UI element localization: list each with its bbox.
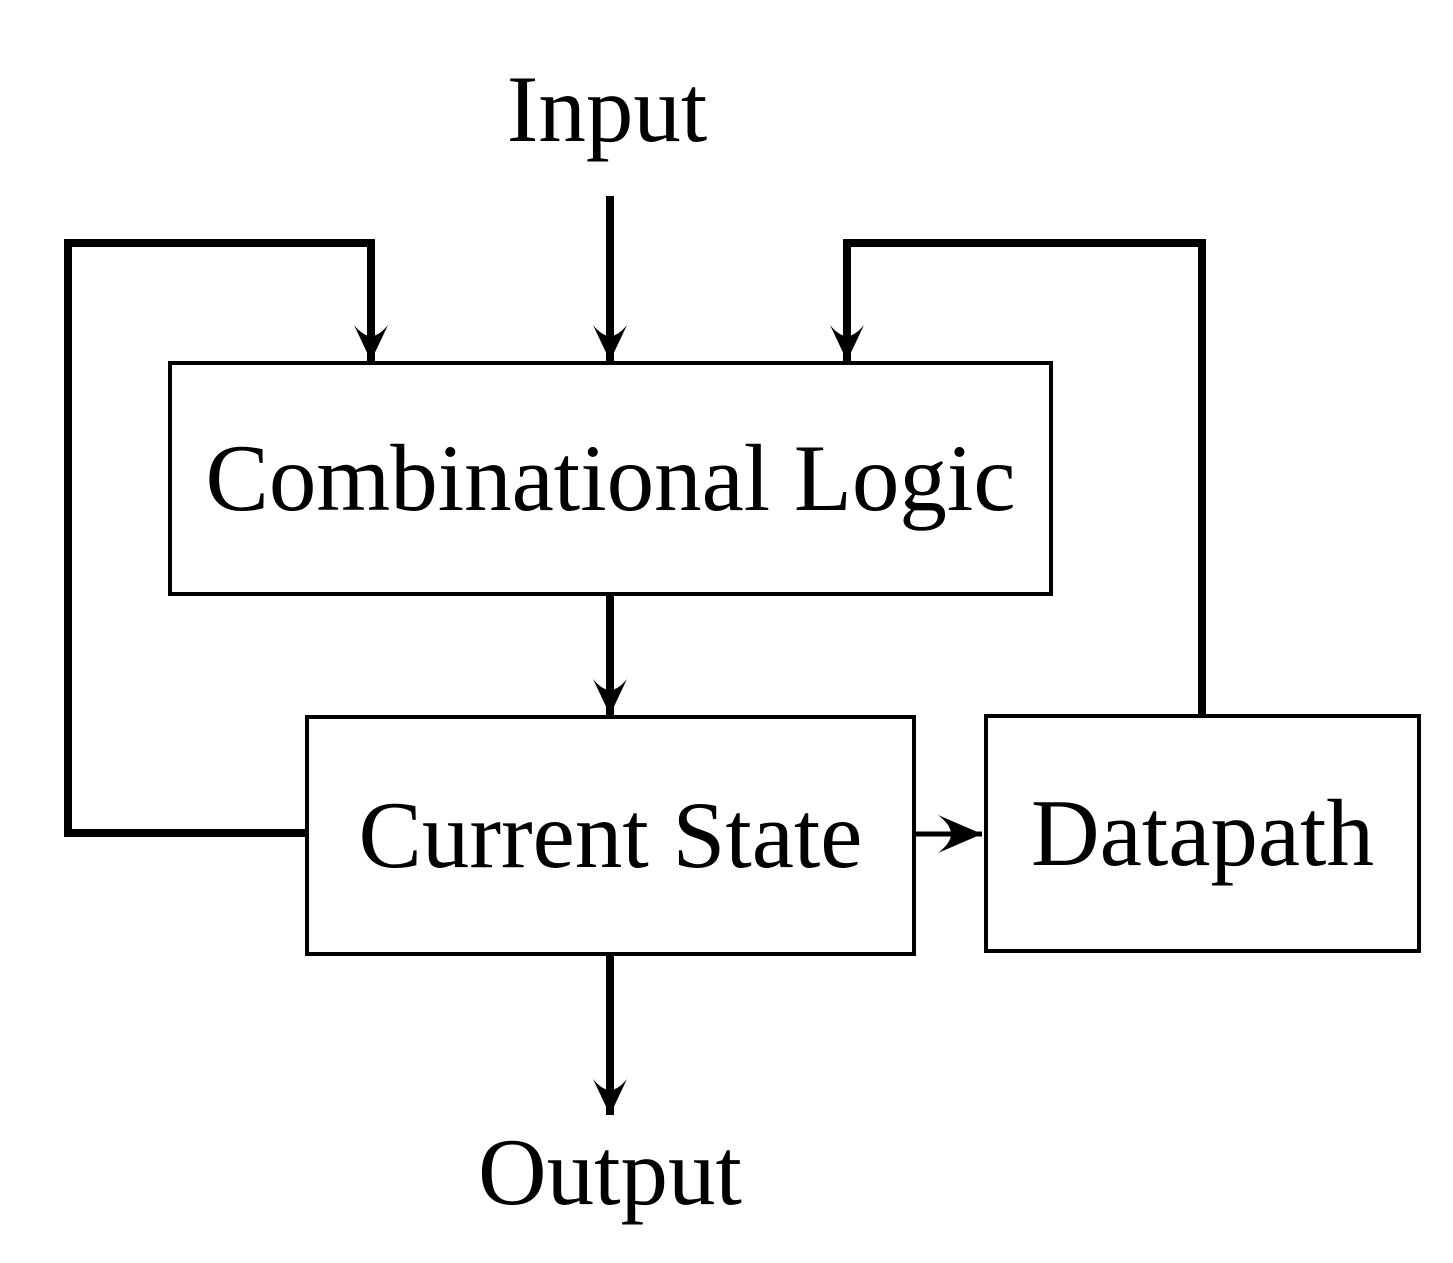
datapath-label: Datapath [1031,780,1374,886]
output-label: Output [478,1119,742,1225]
current-state-label: Current State [358,782,863,888]
combinational-logic-box: Combinational Logic [168,361,1053,596]
input-label: Input [506,56,708,162]
combinational-logic-label: Combinational Logic [205,425,1016,531]
current-state-box: Current State [305,715,916,956]
datapath-box: Datapath [984,714,1421,953]
